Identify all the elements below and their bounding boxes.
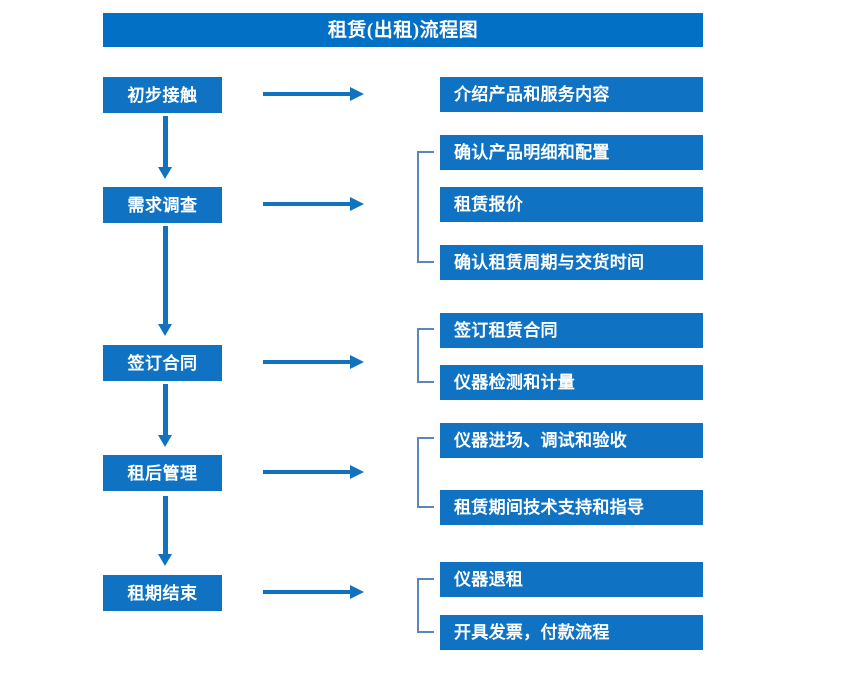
arrow-head-right-icon bbox=[350, 355, 364, 369]
arrow-shaft bbox=[263, 202, 351, 206]
diagram-title-bar: 租赁(出租)流程图 bbox=[103, 13, 703, 47]
stage-box-4[interactable]: 租后管理 bbox=[103, 455, 222, 491]
task-box-2[interactable]: 确认产品明细和配置 bbox=[440, 135, 703, 170]
arrow-shaft bbox=[163, 496, 168, 554]
group-bracket-2 bbox=[417, 328, 434, 383]
horizontal-arrow-3 bbox=[263, 355, 364, 369]
group-bracket-1 bbox=[417, 151, 434, 263]
task-label: 介绍产品和服务内容 bbox=[454, 85, 610, 104]
task-box-6[interactable]: 仪器检测和计量 bbox=[440, 365, 703, 400]
arrow-head-right-icon bbox=[350, 87, 364, 101]
arrow-head-down-icon bbox=[158, 435, 172, 447]
stage-label: 租后管理 bbox=[127, 463, 198, 483]
stage-box-5[interactable]: 租期结束 bbox=[103, 575, 222, 611]
vertical-arrow-3 bbox=[158, 384, 172, 447]
horizontal-arrow-5 bbox=[263, 585, 364, 599]
arrow-head-down-icon bbox=[158, 324, 172, 336]
arrow-head-right-icon bbox=[350, 197, 364, 211]
stage-box-1[interactable]: 初步接触 bbox=[103, 77, 222, 113]
stage-box-2[interactable]: 需求调查 bbox=[103, 187, 222, 223]
task-box-4[interactable]: 确认租赁周期与交货时间 bbox=[440, 245, 703, 280]
arrow-head-right-icon bbox=[350, 585, 364, 599]
stage-label: 需求调查 bbox=[127, 195, 198, 215]
horizontal-arrow-2 bbox=[263, 197, 364, 211]
task-label: 开具发票，付款流程 bbox=[454, 623, 610, 642]
task-box-5[interactable]: 签订租赁合同 bbox=[440, 313, 703, 348]
arrow-shaft bbox=[163, 226, 168, 324]
task-box-10[interactable]: 开具发票，付款流程 bbox=[440, 615, 703, 650]
arrow-shaft bbox=[263, 590, 351, 594]
task-label: 仪器退租 bbox=[454, 570, 524, 589]
task-label: 确认租赁周期与交货时间 bbox=[454, 253, 645, 272]
task-label: 租赁期间技术支持和指导 bbox=[454, 498, 645, 517]
group-bracket-3 bbox=[417, 437, 434, 508]
task-label: 签订租赁合同 bbox=[454, 321, 558, 340]
arrow-head-down-icon bbox=[158, 554, 172, 566]
arrow-head-right-icon bbox=[350, 465, 364, 479]
horizontal-arrow-4 bbox=[263, 465, 364, 479]
arrow-head-down-icon bbox=[158, 167, 172, 179]
arrow-shaft bbox=[163, 384, 168, 435]
stage-label: 初步接触 bbox=[127, 85, 198, 105]
arrow-shaft bbox=[263, 470, 351, 474]
task-label: 租赁报价 bbox=[454, 195, 524, 214]
task-box-9[interactable]: 仪器退租 bbox=[440, 562, 703, 597]
arrow-shaft bbox=[163, 116, 168, 167]
task-label: 仪器进场、调试和验收 bbox=[454, 431, 627, 450]
arrow-shaft bbox=[263, 92, 351, 96]
task-label: 仪器检测和计量 bbox=[454, 373, 576, 392]
horizontal-arrow-1 bbox=[263, 87, 364, 101]
arrow-shaft bbox=[263, 360, 351, 364]
task-box-7[interactable]: 仪器进场、调试和验收 bbox=[440, 423, 703, 458]
task-box-8[interactable]: 租赁期间技术支持和指导 bbox=[440, 490, 703, 525]
page-title: 租赁(出租)流程图 bbox=[327, 19, 479, 41]
vertical-arrow-4 bbox=[158, 496, 172, 566]
stage-label: 签订合同 bbox=[127, 353, 198, 373]
task-box-3[interactable]: 租赁报价 bbox=[440, 187, 703, 222]
task-label: 确认产品明细和配置 bbox=[454, 143, 610, 162]
stage-label: 租期结束 bbox=[127, 583, 198, 603]
task-box-1[interactable]: 介绍产品和服务内容 bbox=[440, 77, 703, 112]
stage-box-3[interactable]: 签订合同 bbox=[103, 345, 222, 381]
group-bracket-4 bbox=[417, 578, 434, 633]
vertical-arrow-2 bbox=[158, 226, 172, 336]
vertical-arrow-1 bbox=[158, 116, 172, 179]
